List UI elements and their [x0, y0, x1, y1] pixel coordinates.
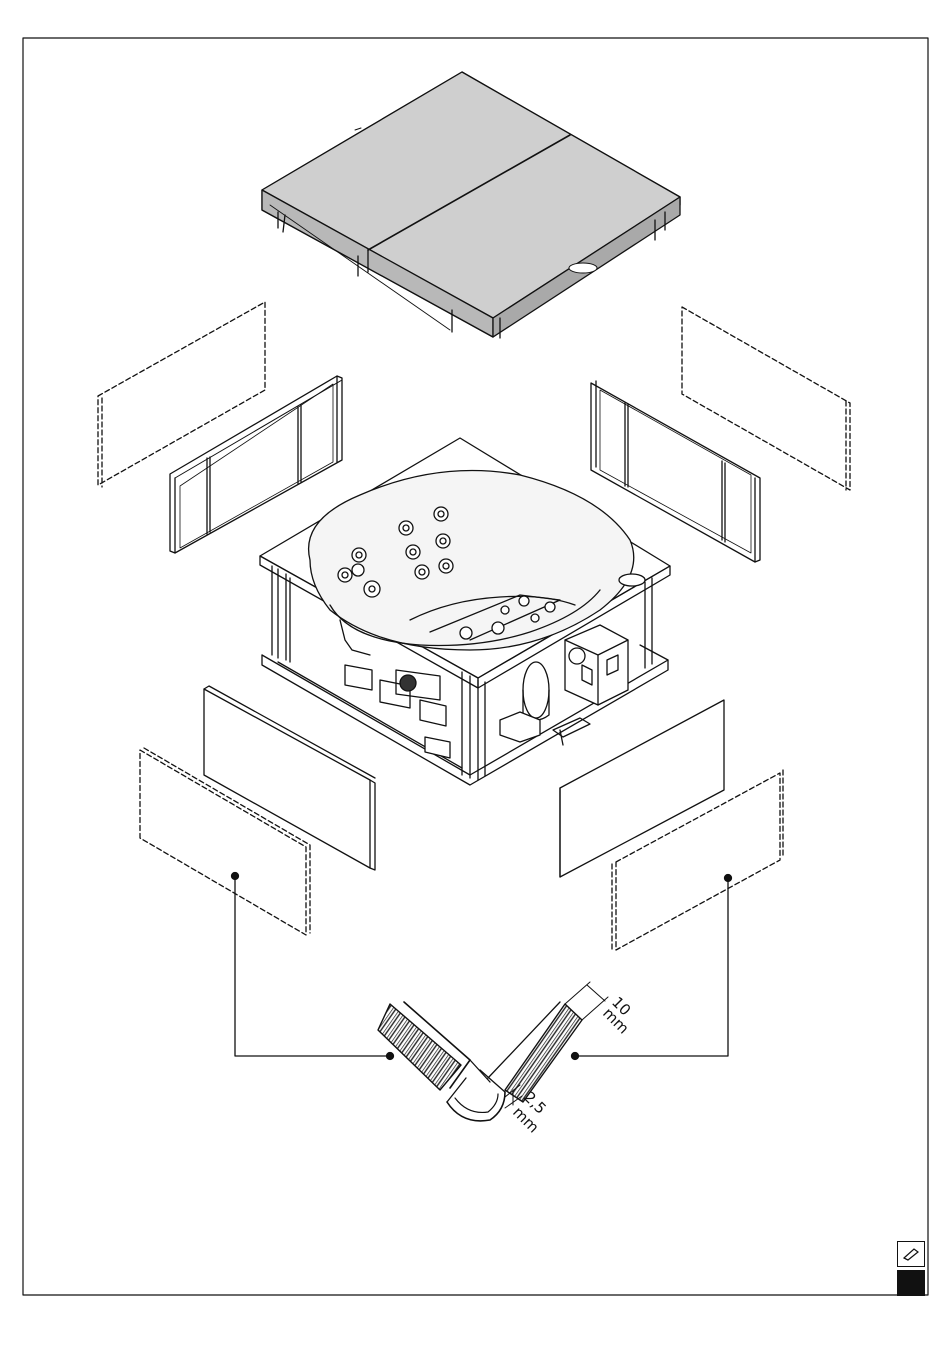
panel-lower-left: [204, 686, 375, 870]
spa-cover: [262, 72, 680, 338]
spa-body: [260, 438, 670, 785]
leader-lines: [232, 873, 732, 1060]
logo-icon: [569, 263, 597, 273]
pencil-icon: [897, 1241, 925, 1267]
page-tab-marker: [897, 1241, 927, 1296]
corner-profile-detail: 10 mm 2,5 mm: [378, 982, 634, 1137]
section-marker-block: [897, 1270, 925, 1296]
